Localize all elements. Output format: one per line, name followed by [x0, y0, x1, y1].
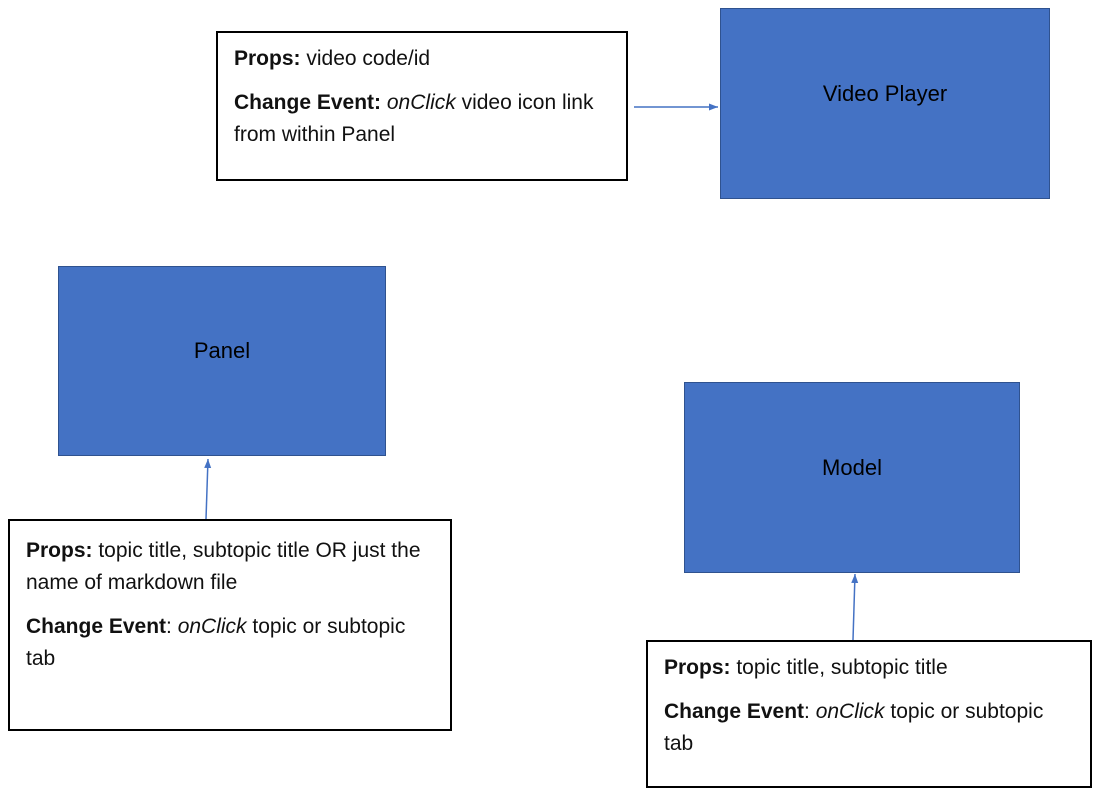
event-value: topic or subtopic tab	[664, 700, 1044, 755]
event-handler: onClick	[815, 700, 885, 723]
props-label: Props:	[26, 539, 93, 562]
video-player-props-note: Props: video code/id Change Event: onCli…	[216, 31, 628, 181]
props-label: Props:	[664, 656, 731, 679]
video-player-component: Video Player	[720, 8, 1050, 199]
panel-event-line: Change Event: onClick topic or subtopic …	[26, 611, 434, 675]
props-value: topic title, subtopic title	[730, 656, 948, 679]
model-props-line: Props: topic title, subtopic title	[664, 652, 1074, 684]
event-handler: onClick	[177, 615, 247, 638]
event-value: video icon link from within Panel	[234, 91, 594, 146]
event-handler: onClick	[386, 91, 456, 114]
video-player-props-line: Props: video code/id	[234, 43, 610, 75]
props-label: Props:	[234, 47, 301, 70]
model-label: Model	[822, 454, 882, 480]
video-player-event-line: Change Event: onClick video icon link fr…	[234, 87, 610, 151]
video-player-label: Video Player	[822, 80, 948, 106]
model-component: Model	[684, 382, 1020, 573]
change-event-label: Change Event:	[234, 91, 382, 114]
event-separator: :	[166, 615, 178, 638]
panel-props-line: Props: topic title, subtopic title OR ju…	[26, 535, 434, 599]
change-event-label: Change Event	[664, 700, 805, 723]
model-note-to-model-arrow	[851, 573, 859, 641]
event-value: topic or subtopic tab	[26, 615, 406, 670]
model-event-line: Change Event: onClick topic or subtopic …	[664, 696, 1074, 760]
panel-note-to-panel-arrow	[204, 458, 212, 520]
panel-props-note: Props: topic title, subtopic title OR ju…	[8, 519, 452, 731]
panel-component: Panel	[58, 266, 386, 456]
props-value: video code/id	[300, 47, 431, 70]
event-separator: :	[804, 700, 816, 723]
props-value: topic title, subtopic title OR just the …	[26, 539, 421, 594]
change-event-label: Change Event	[26, 615, 167, 638]
panel-label: Panel	[193, 338, 251, 363]
model-props-note: Props: topic title, subtopic title Chang…	[646, 640, 1092, 788]
